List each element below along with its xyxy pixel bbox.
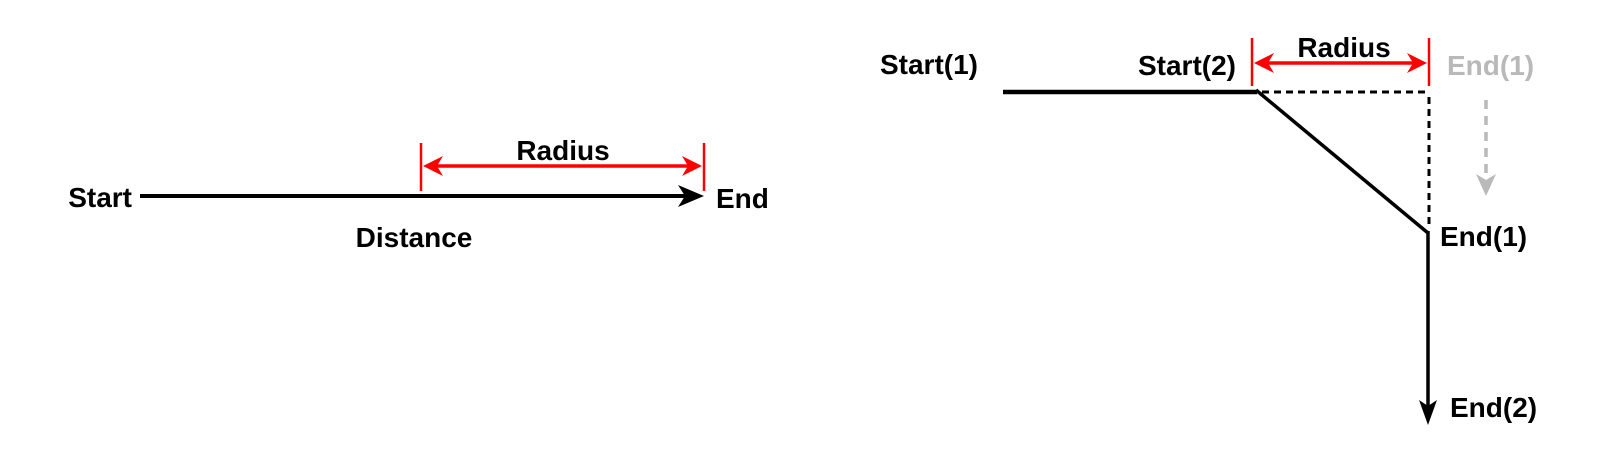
right-radius-label: Radius (1297, 32, 1390, 63)
left-diagram: Start End Radius Distance (68, 135, 769, 253)
left-radius-arrowhead-right-icon (682, 156, 702, 176)
left-radius-label: Radius (516, 135, 609, 166)
right-start2-label: Start(2) (1138, 50, 1236, 81)
right-ghost-arrowhead-icon (1476, 174, 1496, 196)
left-start-label: Start (68, 182, 132, 213)
right-end1-ghost-label: End(1) (1447, 50, 1534, 81)
left-radius-arrowhead-left-icon (423, 156, 443, 176)
right-end2-label: End(2) (1450, 392, 1537, 423)
right-end1-label: End(1) (1440, 221, 1527, 252)
right-new-route-arrowhead-icon (1419, 400, 1437, 425)
right-radius-arrowhead-right-icon (1407, 53, 1427, 73)
right-radius-arrowhead-left-icon (1254, 53, 1274, 73)
left-end-label: End (716, 183, 769, 214)
right-deviation-line (1254, 88, 1430, 235)
right-diagram: Start(1) Start(2) Radius End(1) (880, 32, 1537, 425)
left-distance-label: Distance (356, 222, 473, 253)
left-arrowhead-right-icon (678, 185, 704, 207)
right-start1-label: Start(1) (880, 49, 978, 80)
